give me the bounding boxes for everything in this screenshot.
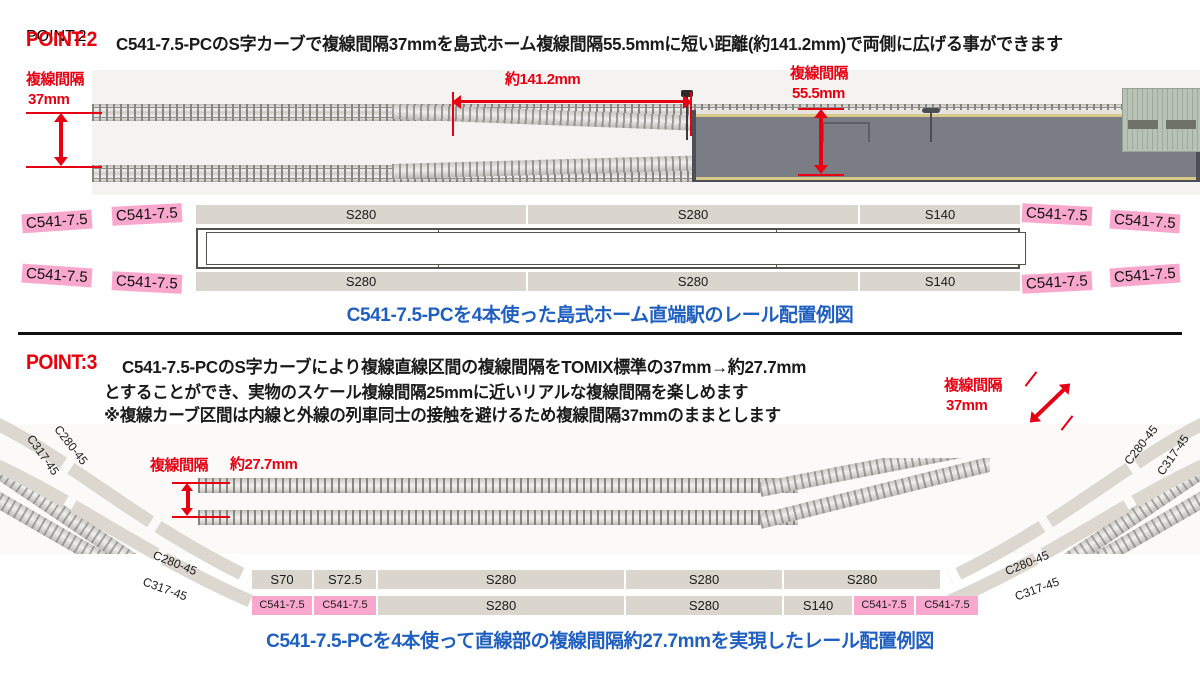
catenary-mast-1: [822, 122, 870, 142]
p3-schematic-curves: [0, 418, 1200, 613]
platform-edge-top: [696, 110, 1196, 114]
p3-top-seg-1: S72.5: [314, 570, 376, 589]
span-tick-right: [690, 92, 692, 136]
point3-heading-line1: C541-7.5-PCのS字カーブにより複線直線区間の複線間隔をTOMIX標準の…: [122, 357, 807, 377]
signal-pole: [686, 92, 688, 140]
curve-measure-label: 複線間隔: [944, 377, 1003, 394]
span-measure-value: 約141.2mm: [505, 71, 581, 88]
p2-left-tag-top-0: C541-7.5: [21, 209, 93, 234]
section-divider: [18, 332, 1182, 335]
p2-right-tag-bot-0: C541-7.5: [1021, 271, 1093, 294]
curve-measure-value: 37mm: [946, 397, 988, 414]
p3-tick-bottom: [172, 516, 230, 518]
s-curve-lower: [392, 148, 732, 195]
point3-heading-line2: とすることができ、実物のスケール複線間隔25mmに近いリアルな複線間隔を楽しめま…: [104, 383, 749, 402]
p3-bot-seg-0: C541-7.5: [252, 596, 312, 615]
p2-left-tag-top-1: C541-7.5: [111, 203, 183, 226]
point2-photo: [92, 70, 1200, 195]
point3-caption: C541-7.5-PCを4本使って直線部の複線間隔約27.7mmを実現したレール…: [266, 631, 934, 652]
point2-caption: C541-7.5-PCを4本使った島式ホーム直端駅のレール配置例図: [346, 305, 854, 326]
point2-heading: C541-7.5-PCのS字カーブで複線間隔37mmを島式ホーム複線間隔55.5…: [116, 34, 1063, 54]
p2-right-tag-top-0: C541-7.5: [1021, 203, 1093, 226]
left-measure-label: 複線間隔: [26, 71, 85, 88]
p3-bot-seg-3: S280: [626, 596, 782, 615]
p2-bot-seg-1: S280: [528, 272, 858, 291]
p2-right-tag-top-1: C541-7.5: [1109, 209, 1181, 234]
p2-left-tag-bot-0: C541-7.5: [21, 263, 93, 288]
p2-left-tag-bot-1: C541-7.5: [111, 271, 183, 294]
p2-top-seg-1: S280: [528, 205, 858, 224]
catenary-mast-2: [930, 112, 932, 142]
p3-bot-seg-2: S280: [378, 596, 624, 615]
straight-track-lower: [198, 510, 798, 525]
p2-top-seg-0: S280: [196, 205, 526, 224]
bench-1: [1128, 120, 1158, 129]
p3-bot-seg-7: C541-7.5: [916, 596, 978, 615]
point3-heading-line3: ※複線カーブ区間は内線と外線の列車同士の接触を避けるため複線間隔37mmのままと…: [104, 406, 781, 425]
left-gap-arrow: [54, 113, 68, 166]
right-tick-bottom: [798, 174, 844, 176]
p3-top-seg-3: S280: [626, 570, 782, 589]
roof-ribs: [1122, 88, 1200, 150]
p2-platform-inner: [206, 232, 1026, 265]
p3-bot-seg-1: C541-7.5: [314, 596, 376, 615]
straight-measure-value: 約27.7mm: [230, 456, 298, 473]
span-arrow: [452, 95, 692, 109]
p2-bot-seg-0: S280: [196, 272, 526, 291]
bench-2: [1166, 120, 1196, 129]
p2-top-seg-2: S140: [860, 205, 1020, 224]
catenary-arm: [922, 108, 940, 113]
p3-bot-seg-5: S140: [784, 596, 852, 615]
right-measure-value: 55.5mm: [792, 85, 845, 102]
right-measure-label: 複線間隔: [790, 65, 849, 82]
point2-tag-styled: POINT:2: [26, 28, 97, 51]
span-tick-left: [452, 92, 454, 136]
p3-bot-seg-6: C541-7.5: [854, 596, 914, 615]
p3-gap-arrow: [181, 483, 195, 516]
p3-top-seg-4: S280: [784, 570, 940, 589]
point3-tag: POINT:3: [26, 351, 97, 374]
straight-track-upper: [198, 478, 798, 493]
p2-bot-seg-2: S140: [860, 272, 1020, 291]
straight-measure-label: 複線間隔: [150, 457, 209, 474]
left-tick-bottom: [26, 166, 102, 168]
left-measure-value: 37mm: [28, 91, 70, 108]
p3-tick-top: [172, 482, 230, 484]
p3-top-seg-0: S70: [252, 570, 312, 589]
platform-surface: [696, 114, 1196, 180]
point2-tag: POINT:2: [26, 28, 87, 45]
point3-photo: [0, 424, 1200, 554]
signal-head: [681, 90, 693, 97]
p3-top-seg-2: S280: [378, 570, 624, 589]
right-gap-arrow: [814, 109, 828, 174]
p2-right-tag-bot-1: C541-7.5: [1109, 263, 1181, 288]
